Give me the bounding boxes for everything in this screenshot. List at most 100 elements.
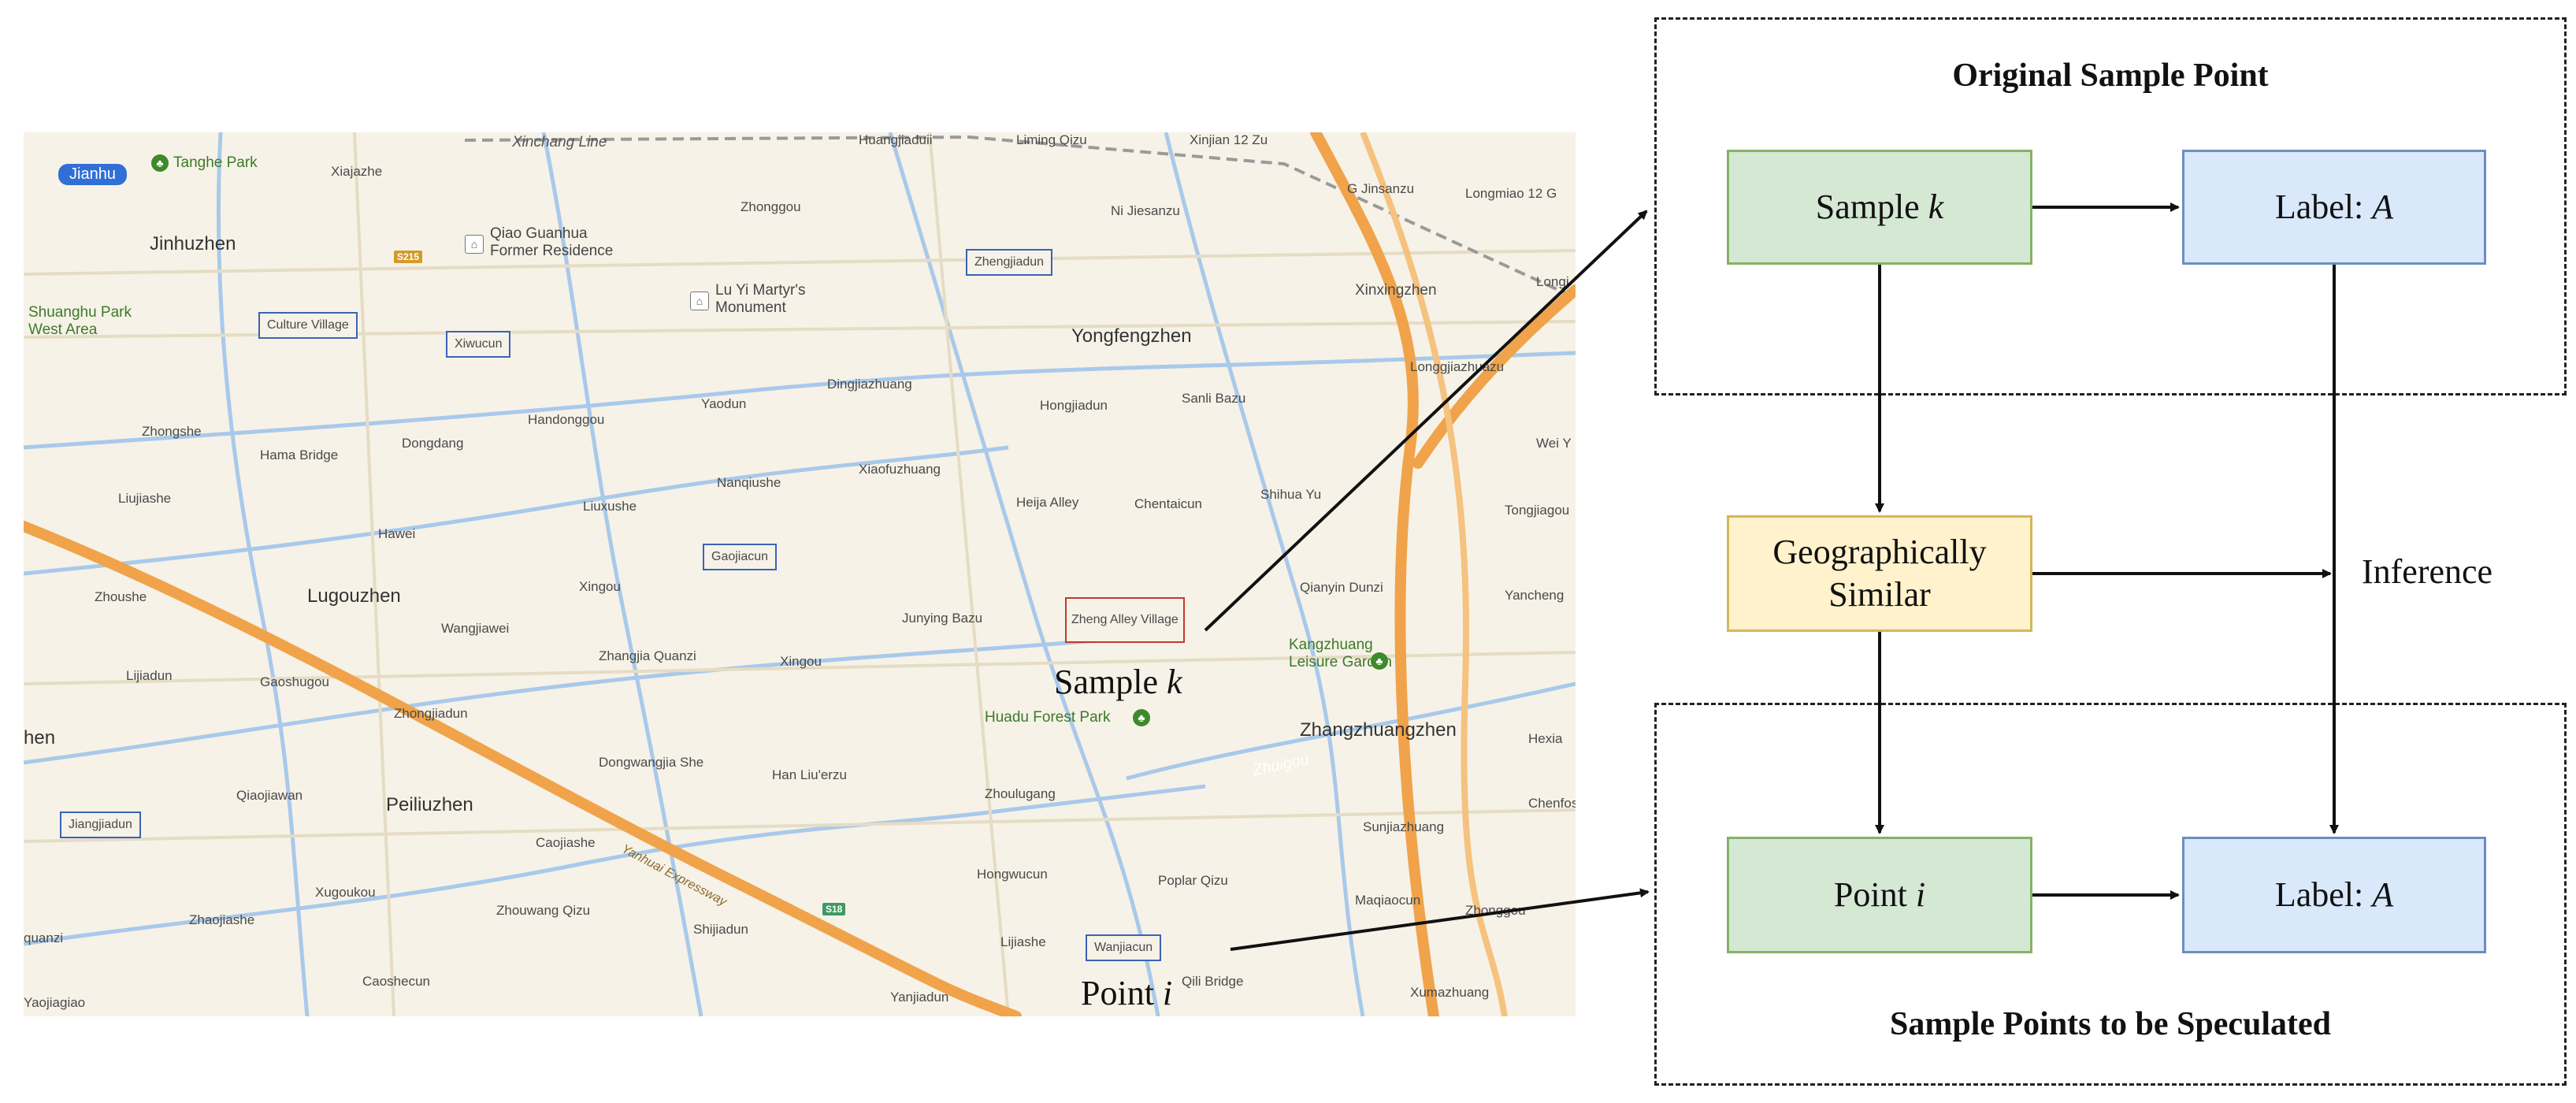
map-roads-layer: [24, 132, 1576, 1016]
place-label: Zhongjiadun: [394, 706, 468, 721]
point-i-node: Point i: [1727, 837, 2032, 953]
place-label: quanzi: [24, 930, 64, 945]
town-label: Peiliuzhen: [386, 794, 473, 815]
place-label: Liming Qizu: [1016, 132, 1087, 147]
place-label: Nanqiushe: [717, 475, 781, 490]
place-label: Zhangjia Quanzi: [599, 648, 696, 663]
node-text: Point: [1833, 875, 1907, 914]
park-label: Tanghe Park: [173, 154, 258, 171]
original-sample-group: [1654, 17, 2567, 396]
callout-variable: k: [1166, 663, 1182, 701]
village-box: Jiangjiadun: [60, 811, 141, 838]
place-label: Lijiashe: [1000, 934, 1046, 949]
village-box: Culture Village: [258, 312, 358, 339]
city-badge: Jianhu: [58, 164, 127, 185]
place-label: Sunjiazhuang: [1363, 819, 1445, 834]
place-label: Hawei: [378, 526, 416, 541]
landmark-label: Lu Yi Martyr's Monument: [715, 282, 806, 316]
river: [24, 634, 1143, 765]
node-variable: A: [2372, 188, 2394, 226]
landmark-icon: ⌂: [465, 235, 484, 254]
road-label: Xinchang Line: [512, 134, 607, 150]
place-label: Maqiaocun: [1355, 893, 1421, 908]
road: [353, 132, 395, 1016]
place-label: Poplar Qizu: [1158, 873, 1228, 888]
place-label: Hama Bridge: [260, 448, 339, 462]
place-label: Hongwucun: [977, 867, 1048, 882]
place-label: Zhoushe: [95, 589, 147, 604]
park-label: Kangzhuang Leisure Garden: [1289, 637, 1392, 670]
place-label: Caojiashe: [536, 835, 596, 850]
place-label: Wangjiawei: [441, 621, 510, 636]
place-label: Huangjiaduii: [859, 132, 933, 147]
place-label: Gaoshugou: [260, 674, 329, 689]
village-box-point-i: Wanjiacun: [1086, 934, 1162, 961]
place-label: Xingou: [780, 654, 822, 669]
park-icon: ♣: [1371, 652, 1388, 670]
place-label: Longi: [1536, 274, 1569, 289]
node-text: Geographically Similar: [1772, 533, 1987, 614]
park-icon: ♣: [1133, 709, 1150, 726]
callout-variable: i: [1162, 974, 1173, 1012]
place-label: Chentaicun: [1134, 496, 1203, 511]
highway-shield: S18: [822, 903, 846, 915]
village-box: Zhengjiadun: [966, 249, 1053, 276]
place-label: Liujiashe: [118, 491, 172, 506]
river: [1126, 681, 1576, 781]
place-label: Zhouwang Qizu: [496, 903, 591, 918]
point-i-callout: Point i: [1081, 973, 1172, 1013]
road: [24, 320, 1576, 339]
expressway: [1310, 132, 1439, 1016]
place-label: Dingjiazhuang: [827, 377, 912, 392]
town-label: Yongfengzhen: [1071, 325, 1192, 347]
highway-shield: S215: [394, 251, 423, 263]
place-label: Zhonggou: [1465, 903, 1526, 918]
geographically-similar-node: Geographically Similar: [1727, 515, 2032, 632]
place-label: G Jinsanzu: [1347, 181, 1415, 196]
place-label: Zhongshe: [142, 424, 202, 439]
bottom-group-title: Sample Points to be Speculated: [1889, 1006, 2332, 1042]
place-label: Xiajazhe: [331, 164, 383, 179]
place-label: Zhoulugang: [985, 786, 1056, 801]
village-box: Xiwucun: [446, 331, 511, 358]
place-label: Longgjiazhuazu: [1410, 359, 1505, 374]
place-label: Yaodun: [701, 396, 747, 411]
label-bottom-node: Label: A: [2182, 837, 2486, 953]
river: [24, 784, 1206, 946]
place-label: Shihua Yu: [1260, 487, 1322, 502]
place-label: Wei Y: [1536, 436, 1572, 451]
place-label: Xingou: [579, 579, 621, 594]
landmark-icon: ⌂: [690, 292, 709, 310]
river: [888, 132, 1160, 1016]
road: [24, 651, 1576, 685]
place-label: Qianyin Dunzi: [1300, 580, 1383, 595]
river: [216, 132, 310, 1016]
river: [24, 445, 1009, 576]
place-label: Chenfosi: [1528, 796, 1576, 811]
place-label: Ni Jiesanzu: [1111, 203, 1180, 218]
place-label: Hexia: [1528, 731, 1563, 746]
place-label: Zhaojiashe: [189, 912, 255, 927]
callout-text: Sample: [1054, 663, 1167, 701]
river: [541, 132, 703, 1016]
map-panel: Jianhu S215 S18 Jinhuzhen Yongfengzhen L…: [24, 132, 1576, 1016]
park-icon: ♣: [151, 154, 169, 172]
place-label: Yaojiagiao: [24, 995, 86, 1010]
place-label: Hongjiadun: [1040, 398, 1108, 413]
place-label: Xugoukou: [315, 885, 376, 900]
park-label: Huadu Forest Park: [985, 709, 1111, 726]
place-label: Dongwangjia She: [599, 755, 704, 770]
road: [24, 808, 1576, 843]
place-label: Xumazhuang: [1410, 985, 1490, 1000]
sample-k-node: Sample k: [1727, 150, 2032, 265]
place-label: Lijiadun: [126, 668, 173, 683]
landmark-label: Qiao Guanhua Former Residence: [490, 225, 614, 259]
place-label: Xinjian 12 Zu: [1190, 132, 1268, 147]
top-group-title: Original Sample Point: [1952, 58, 2269, 94]
village-box-sample-k: Zheng Alley Village: [1065, 597, 1185, 643]
place-label: Longmiao 12 G: [1465, 186, 1557, 201]
place-label: Qili Bridge: [1182, 974, 1244, 989]
park-label: Shuanghu Park West Area: [28, 304, 132, 338]
node-variable: A: [2372, 875, 2394, 914]
road: [24, 249, 1576, 276]
